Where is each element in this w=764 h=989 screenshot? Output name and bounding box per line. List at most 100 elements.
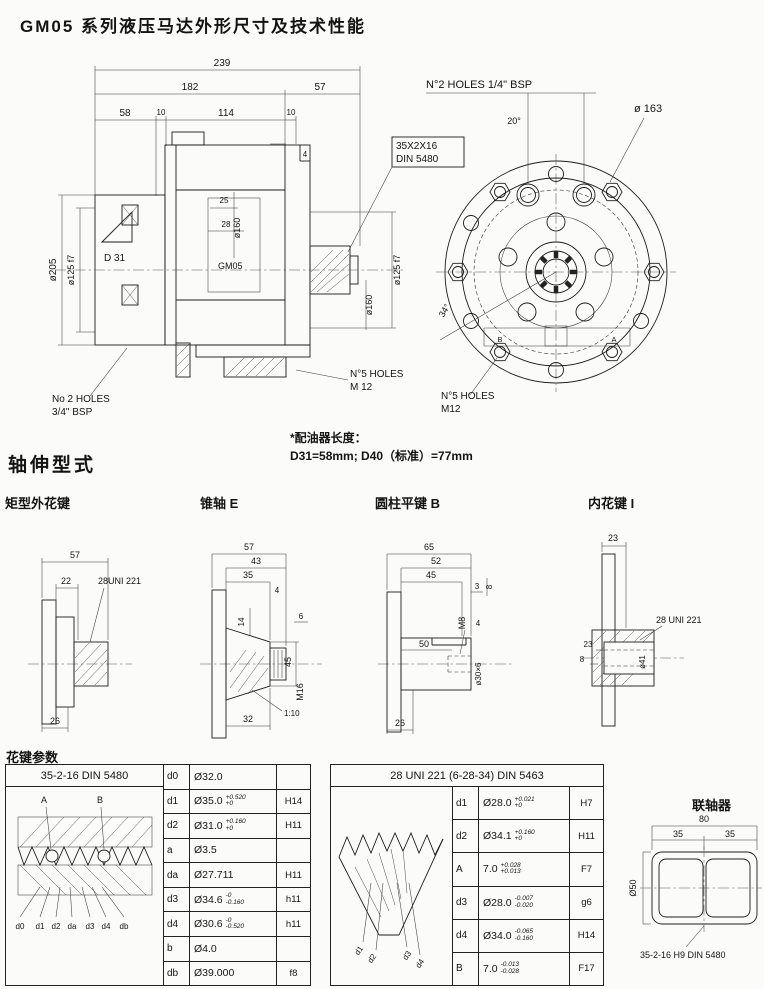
- shaft2-drawing: 57 43 35 4 14 6 45 M16 1:10 32: [200, 542, 322, 739]
- value: Ø32.0: [194, 770, 223, 783]
- param-cell: A: [453, 853, 479, 886]
- s3-dim-26: 26: [395, 718, 405, 728]
- dim-239: 239: [214, 58, 231, 69]
- value-cell: 7.0-0.013-0.028: [479, 953, 569, 985]
- param-cell: d1: [164, 789, 190, 814]
- s2-dim-45: 45: [283, 657, 293, 667]
- value-cell: Ø39.000: [190, 962, 276, 986]
- param-cell: d4: [164, 912, 190, 936]
- grade-cell: F7: [569, 853, 603, 886]
- callout-bsp-line2: 3/4" BSP: [52, 407, 93, 418]
- tol-bottom: -0.028: [500, 967, 520, 975]
- grade-cell: [276, 765, 310, 789]
- front-view-port-strip: B A: [483, 325, 631, 347]
- grade-cell: h11: [276, 887, 310, 912]
- side-view-dimension-lines: [58, 66, 396, 346]
- callout-front-m12-line1: N°5 HOLES: [441, 391, 495, 402]
- tol-bottom: -0.020: [514, 901, 534, 909]
- grade-cell: g6: [569, 886, 603, 919]
- profile2-label-d3: d3: [401, 949, 414, 962]
- tol-bottom: +0: [225, 824, 234, 832]
- shaft2-title: 锥轴 E: [200, 496, 239, 511]
- param-cell: a: [164, 838, 190, 863]
- s1-dim-26: 26: [50, 716, 60, 726]
- tol-bottom: +0: [514, 802, 523, 810]
- profile2-label-d2: d2: [366, 952, 379, 965]
- grade-cell: h11: [276, 912, 310, 936]
- note-line1: *配油器长度：: [290, 431, 367, 445]
- callout-bsp-line1: No 2 HOLES: [52, 394, 110, 405]
- s2-dim-43: 43: [251, 556, 261, 566]
- value: Ø27.711: [194, 869, 234, 882]
- value-cell: Ø34.0-0.065-0.160: [479, 920, 569, 952]
- port-label-b: B: [497, 335, 502, 344]
- shaft1-title: 矩型外花键: [4, 496, 70, 511]
- s2-dim-14: 14: [237, 617, 246, 626]
- dim-58: 58: [119, 108, 131, 119]
- s4-dim-dia41: ø41: [638, 655, 647, 669]
- dim-182: 182: [182, 82, 199, 93]
- param-cell: d0: [164, 765, 190, 789]
- s2-dim-4: 4: [275, 586, 280, 595]
- dim-dia125-left: ø125 f7: [66, 255, 76, 286]
- value-cell: Ø4.0: [190, 937, 276, 961]
- table1-profile-drawing: A B d0 d1 d2 da d3 d4 db: [6, 787, 163, 985]
- front-bsp-callout: N°2 HOLES 1/4" BSP: [426, 79, 596, 184]
- param-cell: da: [164, 863, 190, 887]
- value: Ø34.1: [483, 830, 512, 843]
- profile-label-d3: d3: [86, 922, 95, 931]
- profile-label-db: db: [120, 922, 129, 931]
- param-cell: d3: [453, 886, 479, 919]
- s1-dim-57: 57: [70, 550, 80, 560]
- s2-dim-57: 57: [244, 542, 254, 552]
- s3-dim-65: 65: [424, 542, 434, 552]
- value-cell: Ø35.0+0.520+0: [190, 790, 276, 814]
- grade-cell: H7: [569, 787, 603, 820]
- s1-label-uni: 28UNI 221: [98, 576, 141, 586]
- s2-dim-35: 35: [243, 570, 253, 580]
- tolerance: -0-0.160: [226, 893, 244, 906]
- param-cell: b: [164, 936, 190, 961]
- dim-25: 25: [220, 196, 229, 205]
- front-view-spline-shaft: [534, 250, 578, 294]
- tolerance: +0.028+0.013: [500, 861, 521, 876]
- shaft4-drawing: 23 28 UNI 221 23 8 ø41: [580, 533, 702, 727]
- param-cell: d3: [164, 887, 190, 912]
- s4-label-uni: 28 UNI 221: [656, 615, 702, 625]
- value-cell: Ø28.0-0.007-0.020: [479, 887, 569, 919]
- grade-cell: [276, 838, 310, 863]
- tol-bottom: +0: [514, 835, 523, 843]
- dim-4: 4: [303, 150, 308, 159]
- tol-top: -0.065: [514, 928, 534, 936]
- value-cell: Ø34.1+0.160+0: [479, 820, 569, 852]
- tol-top: +0.021: [514, 795, 535, 803]
- profile-label-A: A: [41, 795, 47, 805]
- tol-top: +0.160: [225, 818, 246, 826]
- tol-bottom: -0.520: [225, 923, 245, 931]
- side-view-bottom-flange: [175, 342, 311, 378]
- shaft3-title: 圆柱平键 B: [375, 496, 440, 511]
- din5480-callout: 35X2X16 DIN 5480: [347, 136, 465, 253]
- tol-bottom: -0.160: [225, 898, 245, 906]
- param-cell: d4: [453, 919, 479, 952]
- dim-28: 28: [222, 220, 231, 229]
- tol-top: +0.520: [225, 793, 246, 801]
- grade-cell: H11: [276, 863, 310, 887]
- shaft-types-drawing: 矩型外花键 锥轴 E 圆柱平键 B 内花键 I 57 22 28UNI 221 …: [4, 496, 702, 739]
- value-cell: Ø27.711: [190, 863, 276, 887]
- table1-header: 35-2-16 DIN 5480: [6, 765, 163, 787]
- grade-cell: H11: [569, 820, 603, 853]
- s4-dim-23: 23: [584, 640, 593, 649]
- grade-cell: [276, 936, 310, 961]
- value-cell: Ø31.0+0.160+0: [190, 814, 276, 838]
- s2-dim-6: 6: [299, 612, 304, 621]
- dim-dia205: ø205: [48, 258, 59, 281]
- tol-bottom: +0.013: [500, 868, 521, 876]
- tol-top: +0.028: [500, 861, 521, 869]
- profile2-label-d1: d1: [353, 944, 366, 957]
